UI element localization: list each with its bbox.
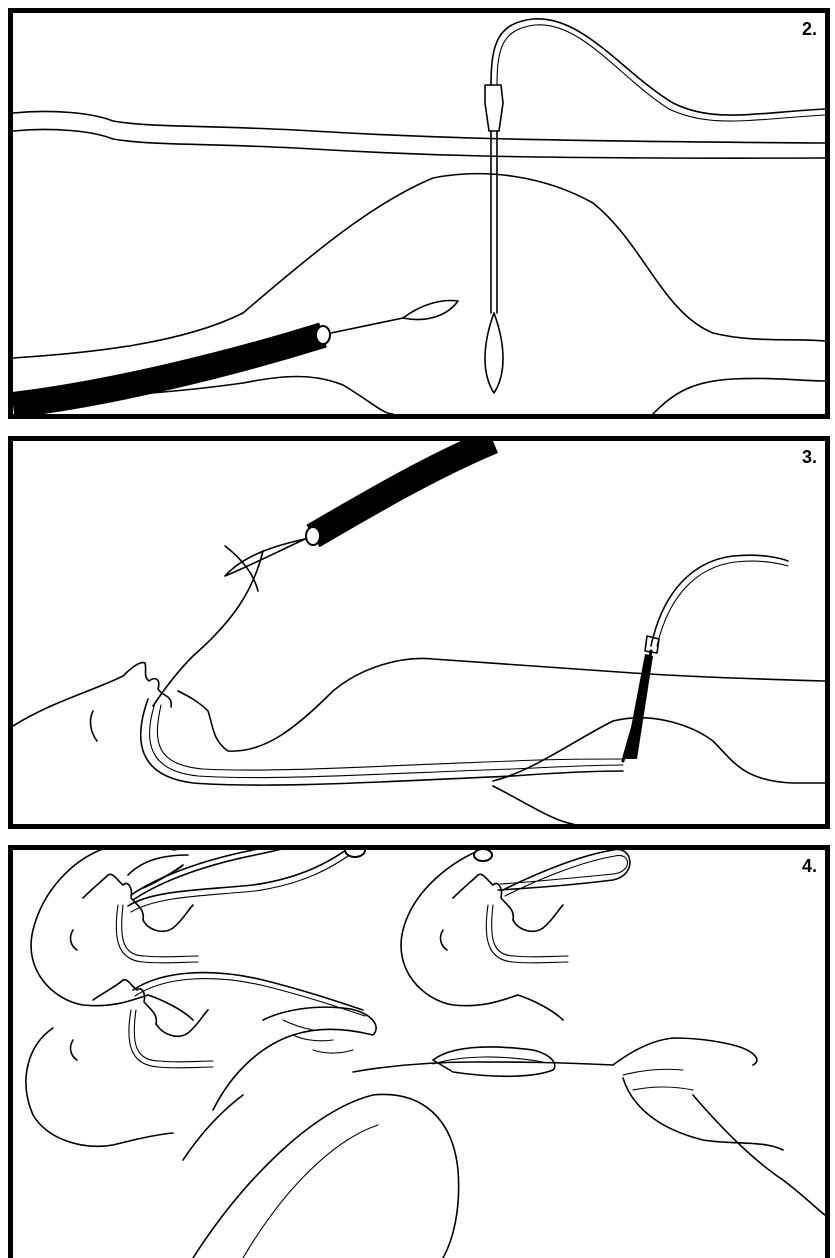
panel-step-3: 3. [8, 436, 830, 829]
stomach-lower-outline [493, 786, 573, 824]
abdominal-wall-inner [13, 129, 825, 158]
looped-tube-inner [500, 855, 628, 896]
chin-neck [178, 658, 825, 751]
right-hand-outline [623, 1078, 783, 1150]
left-forearm [183, 1095, 243, 1160]
left-hand-fingers [283, 1020, 353, 1053]
guidewire-to-mouth [153, 551, 263, 706]
head-figure-right [401, 850, 630, 1020]
panel-step-2: 2. [8, 8, 830, 419]
chin-jaw [513, 905, 563, 931]
gastrostomy-tube-solid [625, 654, 653, 759]
endoscope-body [313, 441, 493, 536]
stomach-lower-right [653, 378, 825, 414]
head-figure-left [31, 850, 355, 1020]
tube-bolster [345, 850, 365, 857]
snare-loop-vertical [485, 313, 503, 393]
head-outline [128, 855, 188, 875]
left-hand [213, 1007, 376, 1110]
ear [70, 930, 77, 950]
pull-wire [353, 1062, 613, 1072]
tube-over-face-inner [135, 979, 365, 1016]
face-profile [453, 874, 513, 920]
external-wire [651, 555, 788, 646]
needle-hub [485, 85, 503, 131]
guidewire-tube [491, 19, 825, 115]
esophageal-tube-3 [157, 705, 623, 770]
illustration-step-3 [13, 441, 825, 824]
endoscope-tip [316, 326, 330, 344]
right-hand-fingers [623, 1069, 693, 1090]
face-profile [83, 874, 143, 920]
body-curve [193, 1094, 459, 1258]
tube-bolster [474, 850, 492, 861]
gastrostomy-tube-upper-left-inner [131, 851, 355, 912]
illustration-step-2 [13, 13, 825, 414]
endoscope-body [13, 335, 323, 405]
panel-step-4: 4. [8, 845, 830, 1258]
chin-jaw [143, 905, 193, 931]
endoscope-tip [306, 527, 320, 545]
right-forearm [693, 1095, 825, 1215]
right-hand [613, 1038, 757, 1065]
body-curve-inner [243, 1125, 378, 1258]
skull-outline [26, 1028, 173, 1146]
ear [440, 930, 447, 950]
ear [70, 1040, 77, 1060]
snare-loop-horizontal [403, 301, 458, 320]
esophageal-tube-outer [141, 699, 623, 785]
guidewire-tube-inner [497, 25, 825, 121]
snare-wire [331, 318, 403, 333]
illustration-step-4 [13, 850, 825, 1258]
stomach-outline [13, 174, 825, 358]
abdominal-wall-outer [13, 111, 825, 143]
bottom-scene [26, 973, 825, 1258]
ear-outline [90, 711, 97, 741]
external-wire-inner [657, 561, 788, 646]
chin-jaw [156, 1010, 208, 1036]
head-profile [13, 663, 171, 726]
